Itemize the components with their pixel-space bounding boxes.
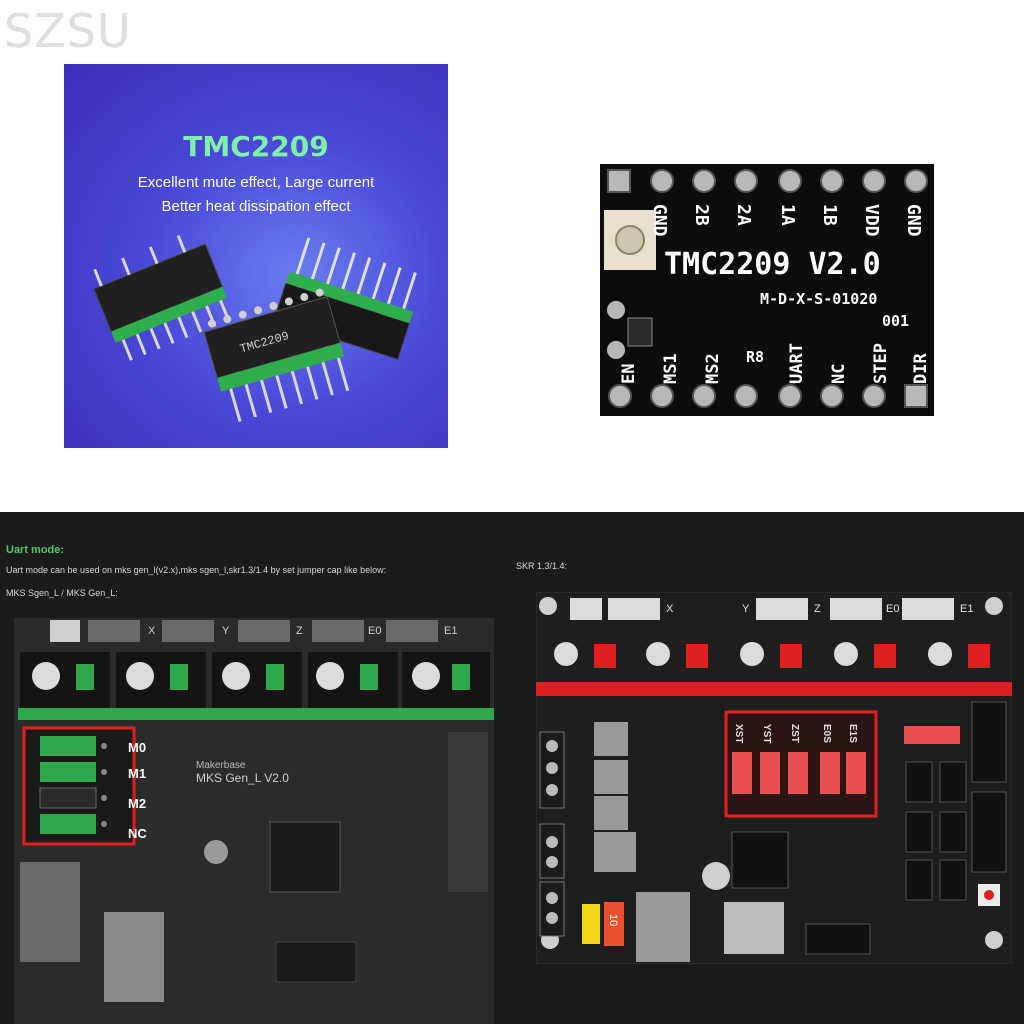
skr-axis-label: E0 — [886, 603, 899, 615]
top-pin-label: GND — [903, 204, 924, 237]
top-pin-label: 2A — [733, 204, 754, 226]
led — [627, 317, 653, 347]
uart-label: E0S — [821, 724, 832, 743]
mks-axis-label: Y — [222, 625, 230, 637]
promo-title: TMC2209 — [183, 130, 329, 163]
bottom-pin-label: STEP — [871, 343, 891, 384]
bottom-pin-label: MS1 — [661, 353, 681, 384]
mks-label: MKS Sgen_L / MKS Gen_L: — [6, 588, 118, 598]
uart-title: Uart mode: — [6, 544, 65, 556]
jumper-label: M0 — [128, 740, 146, 755]
board-title: TMC2209 V2.0 — [664, 247, 881, 282]
top-pin-label: 1A — [777, 204, 798, 226]
red-fuse — [604, 902, 624, 946]
bottom-pin-pads — [608, 384, 928, 408]
uart-label: ZST — [789, 724, 800, 743]
r8-label: R8 — [746, 348, 764, 366]
bottom-pin-label: UART — [787, 343, 807, 384]
watermark: SZSU — [4, 4, 132, 58]
skr-axis-label: E1 — [960, 603, 973, 615]
pin-header-strip — [18, 708, 494, 720]
usb-port — [636, 892, 690, 962]
uart-label: E1S — [847, 724, 858, 743]
skr-axis-label: Z — [814, 603, 821, 615]
mks-board-name: MKS Gen_L V2.0 — [196, 771, 289, 785]
skr-axis-label: Y — [742, 603, 750, 615]
jumper-label: NC — [128, 826, 147, 841]
uart-label: XST — [733, 724, 744, 743]
mks-axis-label: E0 — [368, 625, 381, 637]
promo-line-1: Excellent mute effect, Large current — [137, 174, 375, 191]
red-header-strip — [536, 682, 1012, 696]
promo-panel: TMC2209 Excellent mute effect, Large cur… — [64, 64, 448, 448]
bottom-pin-label: MS2 — [703, 353, 723, 384]
uart-label: YST — [761, 724, 772, 743]
board-code: M-D-X-S-01020 — [760, 290, 877, 308]
yellow-fuse — [582, 904, 600, 944]
promo-line-2: Better heat dissipation effect — [161, 198, 351, 215]
top-pin-label: VDD — [861, 204, 882, 237]
mks-axis-label: E1 — [444, 625, 457, 637]
bottom-pin-label: NC — [829, 364, 849, 384]
jumper-label: M2 — [128, 796, 146, 811]
top-pin-pads — [607, 169, 928, 193]
skr-board: X Y Z E0 E1 XST YST ZST E0S E1S 10 — [536, 592, 1012, 964]
mks-axis-label: X — [148, 625, 156, 637]
driver-modules-illustration: TMC2209 — [93, 235, 417, 422]
top-pin-label: GND — [649, 204, 670, 237]
bottom-pin-label: DIR — [911, 353, 931, 384]
fuse-label: 10 — [607, 914, 619, 926]
top-pin-label: 2B — [691, 204, 712, 226]
mks-axis-label: Z — [296, 625, 303, 637]
jumper-label: M1 — [128, 766, 146, 781]
sd-slot — [724, 902, 784, 954]
board-code-2: 001 — [882, 312, 909, 330]
mks-gen-l-board: X Y Z E0 E1 M0 M1 M2 NC Makerbase MKS Ge… — [14, 618, 494, 1024]
skr-label: SKR 1.3/1.4: — [516, 561, 568, 571]
bottom-pin-label: EN — [619, 364, 639, 384]
mks-brand: Makerbase — [196, 760, 246, 771]
tmc2209-board: GND 2B 2A 1A 1B VDD GND TMC2209 V2.0 M-D… — [600, 164, 934, 416]
uart-description: Uart mode can be used on mks gen_l(v2.x)… — [6, 565, 387, 575]
skr-axis-label: X — [666, 603, 674, 615]
top-pin-label: 1B — [819, 204, 840, 226]
